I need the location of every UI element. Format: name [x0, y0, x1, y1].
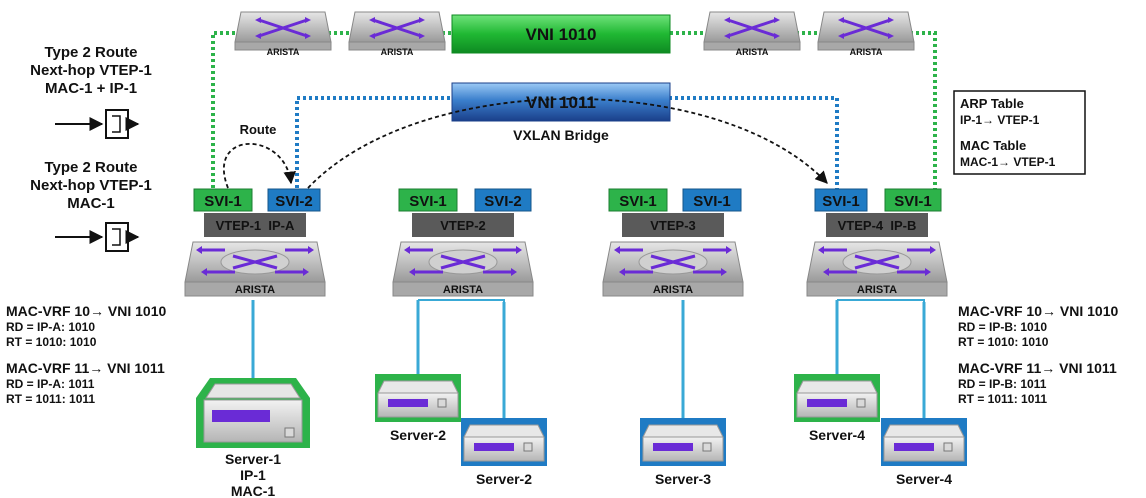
route1-box-icon	[55, 110, 138, 138]
macvrf-right-4: MAC-VRF 11→ VNI 1011	[958, 360, 1117, 376]
route2-box-icon	[55, 223, 138, 251]
server1-mac: MAC-1	[231, 483, 276, 498]
server-2b	[461, 418, 547, 466]
vtep4-bar	[826, 213, 928, 237]
route2-line3: MAC-1	[67, 195, 115, 212]
server2b-name: Server-2	[476, 471, 532, 487]
vxlan-bridge-label: VXLAN Bridge	[513, 127, 609, 143]
vni-1010-bar	[451, 14, 671, 54]
top-switch-2	[347, 10, 447, 52]
vtep2-svi-a-label: SVI-1	[409, 193, 447, 210]
vtep4-svi-b	[884, 188, 942, 212]
route-arrow	[223, 142, 296, 189]
server4b-name: Server-4	[896, 471, 952, 487]
server-3	[640, 418, 726, 466]
vni-1010-label: VNI 1010	[526, 25, 597, 44]
macvrf-left-3: RT = 1010: 1010	[6, 335, 97, 349]
vtep4-label: VTEP-4 IP-B	[838, 218, 917, 233]
macvrf-left-1: MAC-VRF 10→ VNI 1010	[6, 303, 166, 319]
macvrf-left: MAC-VRF 10→ VNI 1010 RD = IP-A: 1010 RT …	[6, 303, 166, 406]
server-1	[196, 378, 310, 448]
mac-entry: MAC-1→ VTEP-1	[960, 155, 1056, 169]
vtep3-svi-a-label: SVI-1	[619, 193, 657, 210]
vtep2-label: VTEP-2	[440, 218, 486, 233]
vtep4-svi-a	[814, 188, 868, 212]
mac-title: MAC Table	[960, 138, 1026, 153]
server2a-name: Server-2	[390, 427, 446, 443]
server1-ip: IP-1	[240, 467, 266, 483]
macvrf-left-5: RD = IP-A: 1011	[6, 377, 95, 391]
arp-title: ARP Table	[960, 96, 1024, 111]
top-brand-3: ARISTA	[736, 47, 769, 57]
bridge-arrow	[307, 98, 828, 189]
vni-1011-bar	[451, 82, 671, 122]
vtep1-svi-a-label: SVI-1	[204, 193, 242, 210]
vtep3-label: VTEP-3	[650, 218, 696, 233]
top-switch-1	[233, 10, 333, 52]
top-brand-4: ARISTA	[850, 47, 883, 57]
route1-line1: Type 2 Route	[44, 44, 137, 61]
vtep1-svi-a	[193, 188, 253, 212]
vtep3-svi-b-label: SVI-1	[693, 193, 731, 210]
macvrf-left-2: RD = IP-A: 1010	[6, 320, 95, 334]
server-4a	[794, 374, 880, 422]
vtep3-brand: ARISTA	[653, 284, 693, 296]
vtep2-svi-b	[474, 188, 532, 212]
macvrf-right-1: MAC-VRF 10→ VNI 1010	[958, 303, 1118, 319]
vtep4-svi-a-label: SVI-1	[822, 193, 860, 210]
vtep1-bar	[204, 213, 306, 237]
server1-name: Server-1	[225, 451, 281, 467]
macvrf-right-2: RD = IP-B: 1010	[958, 320, 1047, 334]
macvrf-right-5: RD = IP-B: 1011	[958, 377, 1047, 391]
server3-name: Server-3	[655, 471, 711, 487]
vtep4-svi-b-label: SVI-1	[894, 193, 932, 210]
vtep1-svi-b-label: SVI-2	[275, 193, 313, 210]
vtep1-brand: ARISTA	[235, 284, 275, 296]
vtep1-svi-b	[267, 188, 321, 212]
route1-line3: MAC-1 + IP-1	[45, 80, 137, 97]
table-box	[953, 90, 1086, 175]
vtep2-svi-b-label: SVI-2	[484, 193, 522, 210]
vtep2-bar	[412, 213, 514, 237]
vtep2-svi-a	[398, 188, 458, 212]
server-cables	[251, 300, 926, 420]
macvrf-right-3: RT = 1010: 1010	[958, 335, 1049, 349]
route-label: Route	[240, 122, 277, 137]
vni-1011-label: VNI 1011	[526, 93, 596, 112]
macvrf-right-6: RT = 1011: 1011	[958, 392, 1047, 406]
vtep3-svi-b	[682, 188, 742, 212]
vtep4-brand: ARISTA	[857, 284, 897, 296]
top-switch-4	[816, 10, 916, 52]
route1-line2: Next-hop VTEP-1	[30, 62, 152, 79]
server-4b	[881, 418, 967, 466]
vtep3-bar	[622, 213, 724, 237]
route2-line2: Next-hop VTEP-1	[30, 177, 152, 194]
top-brand-2: ARISTA	[381, 47, 414, 57]
arp-entry: IP-1→ VTEP-1	[960, 113, 1040, 127]
server4a-name: Server-4	[809, 427, 865, 443]
route2-line1: Type 2 Route	[44, 159, 137, 176]
vtep1-label: VTEP-1 IP-A	[216, 218, 295, 233]
vtep2-brand: ARISTA	[443, 284, 483, 296]
macvrf-right: MAC-VRF 10→ VNI 1010 RD = IP-B: 1010 RT …	[958, 303, 1118, 406]
server-2a	[375, 374, 461, 422]
top-switch-3	[702, 10, 802, 52]
macvrf-left-4: MAC-VRF 11→ VNI 1011	[6, 360, 165, 376]
top-brand-1: ARISTA	[267, 47, 300, 57]
vtep3-svi-a	[608, 188, 668, 212]
macvrf-left-6: RT = 1011: 1011	[6, 392, 95, 406]
